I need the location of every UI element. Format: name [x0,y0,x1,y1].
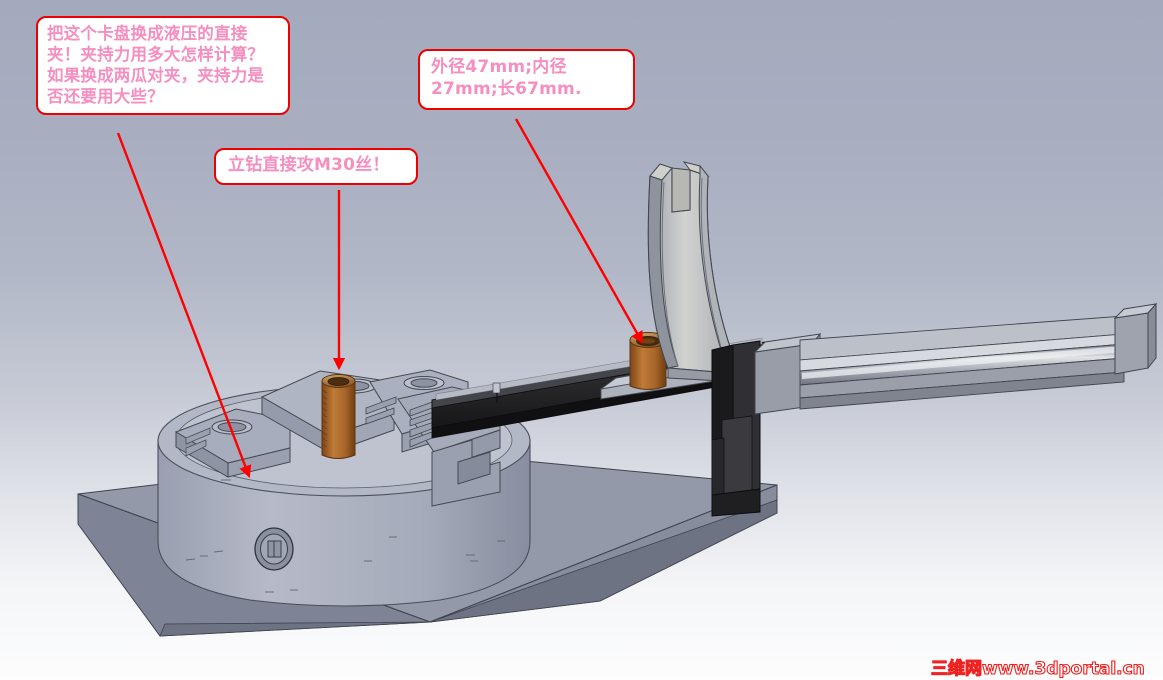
site-watermark: 三维网www.3dportal.cn [930,658,1145,679]
copper-bushing-on-chuck [321,374,356,459]
hydraulic-cylinder [799,302,1158,410]
chuck-key-socket [254,527,294,571]
black-vertical-bracket [711,340,761,517]
arrow-to-bushing [514,118,644,344]
callout-bushing-dimensions[interactable]: 外径47mm;内径27mm;长67mm. [418,49,635,110]
callout-chuck-note[interactable]: 把这个卡盘换成液压的直接夹！夹持力用多大怎样计算？ 如果换成两瓜对夹，夹持力是否… [36,16,290,116]
callout-thread-note[interactable]: 立钻直接攻M30丝！ [214,148,418,185]
cylinder-end-cap [1113,302,1158,375]
